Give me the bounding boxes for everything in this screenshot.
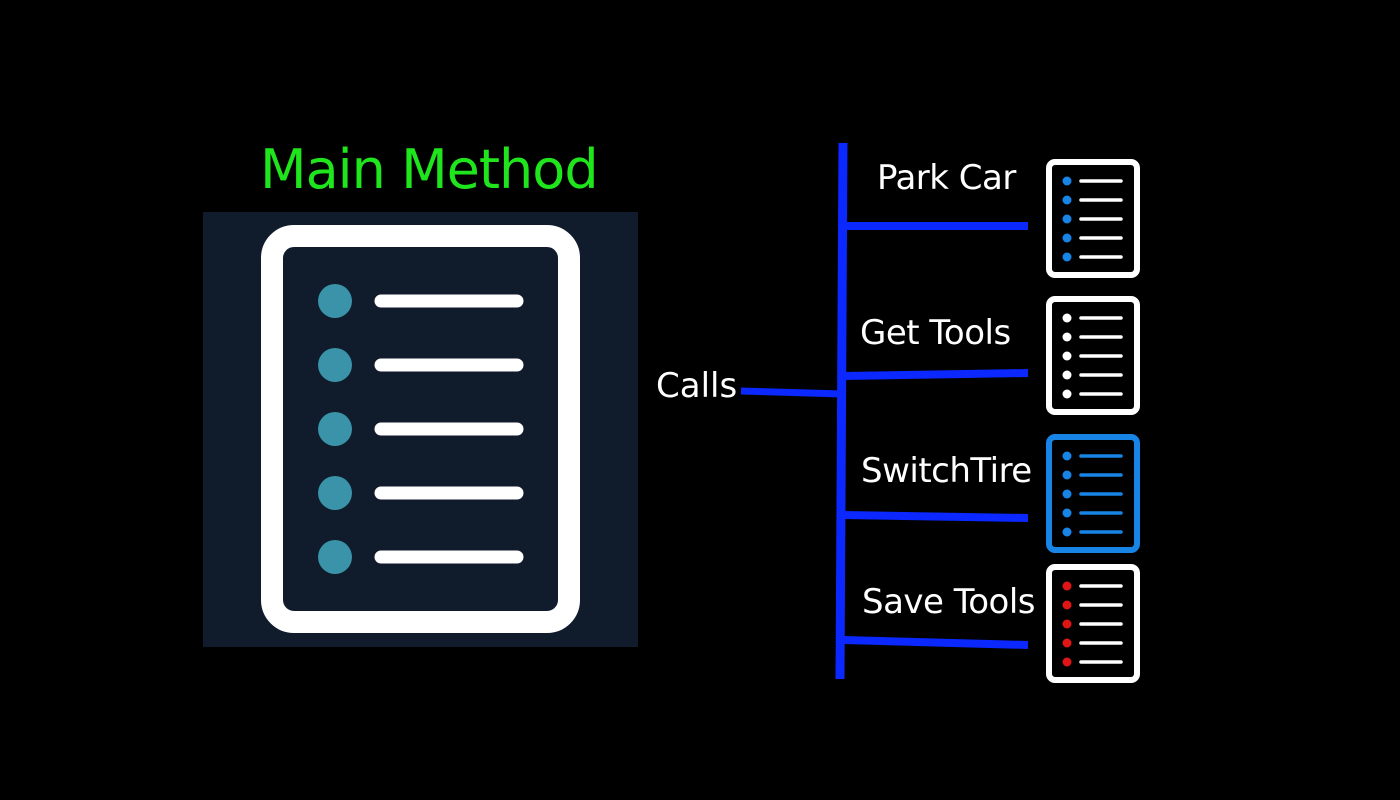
main-document-bullet xyxy=(318,348,352,382)
method-document-bullet xyxy=(1062,351,1072,361)
method-document-bullet xyxy=(1062,370,1072,380)
calls-connector-line xyxy=(740,387,844,398)
main-document-icon xyxy=(261,225,580,633)
method-document-bullet xyxy=(1062,657,1072,667)
method-document-bullet xyxy=(1062,600,1072,610)
call-branch-line-2 xyxy=(843,369,1029,380)
method-document-bullet xyxy=(1062,581,1072,591)
get-tools-icon xyxy=(1046,296,1140,415)
main-document-bullet xyxy=(318,412,352,446)
method-label-switch-tire: SwitchTire xyxy=(861,451,1032,491)
main-document-bullet xyxy=(318,284,352,318)
method-document-bullet xyxy=(1062,527,1072,537)
save-tools-icon xyxy=(1046,564,1140,683)
call-branch-line-3 xyxy=(843,511,1029,522)
method-document-bullet xyxy=(1062,195,1072,205)
method-document-bullet xyxy=(1062,332,1072,342)
method-document-bullet xyxy=(1062,451,1072,461)
method-document-bullet xyxy=(1062,508,1072,518)
method-document-bullet xyxy=(1062,619,1072,629)
method-label-park-car: Park Car xyxy=(877,158,1016,198)
main-method-title: Main Method xyxy=(260,138,599,201)
method-label-save-tools: Save Tools xyxy=(862,582,1036,622)
calls-label: Calls xyxy=(656,366,738,406)
call-tree xyxy=(740,142,1029,680)
method-icons xyxy=(1046,159,1140,683)
method-document-bullet xyxy=(1062,233,1072,243)
call-tree-trunk xyxy=(835,142,848,680)
switch-tire-icon xyxy=(1046,434,1140,553)
method-document-bullet xyxy=(1062,638,1072,648)
method-document-bullet xyxy=(1062,389,1072,399)
method-document-bullet xyxy=(1062,489,1072,499)
method-label-get-tools: Get Tools xyxy=(860,313,1011,353)
method-document-bullet xyxy=(1062,252,1072,262)
method-document-bullet xyxy=(1062,176,1072,186)
main-document-bullet xyxy=(318,540,352,574)
method-document-bullet xyxy=(1062,470,1072,480)
call-branch-line-4 xyxy=(843,636,1029,649)
method-document-bullet xyxy=(1062,214,1072,224)
park-car-icon xyxy=(1046,159,1140,278)
method-document-bullet xyxy=(1062,313,1072,323)
main-document-bullet xyxy=(318,476,352,510)
